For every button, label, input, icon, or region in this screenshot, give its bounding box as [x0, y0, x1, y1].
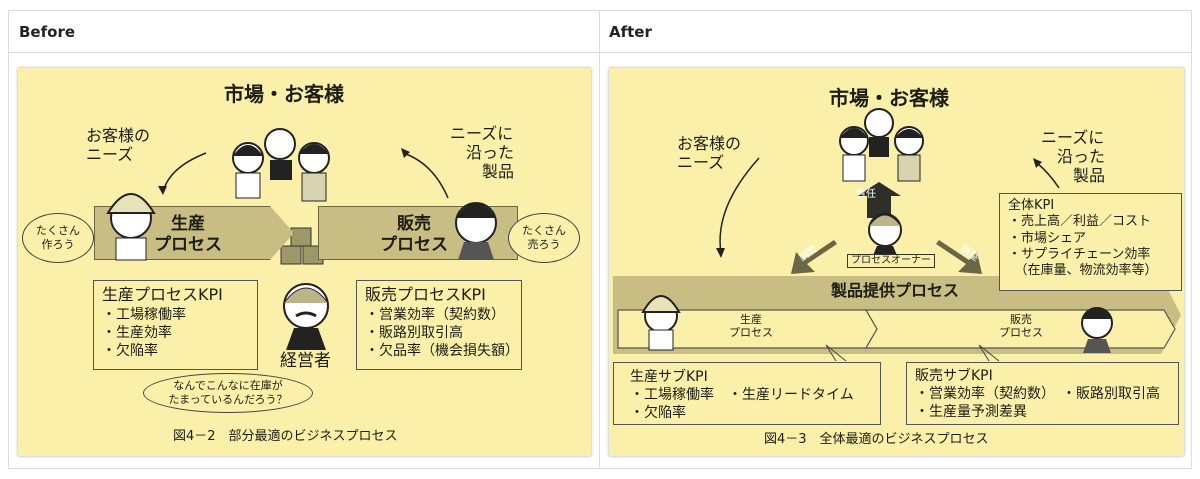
kpi-item: ・サプライチェーン効率	[1008, 246, 1151, 262]
workers	[106, 193, 497, 261]
production-process-label: 生産 プロセス	[729, 313, 773, 340]
production-kpi-box: 生産プロセスKPI ・工場稼働率・生産効率・欠陥率	[93, 280, 258, 370]
kpi-item: （在庫量、物流効率等）	[1008, 263, 1158, 278]
product-arrow	[402, 152, 449, 199]
product-label: ニーズに 沿った 製品	[450, 124, 515, 182]
kpi-title: 販売サブKPI	[915, 368, 993, 384]
needs-label: お客様の ニーズ	[86, 126, 151, 165]
figure-caption: 図4－3 全体最適のビジネスプロセス	[764, 432, 989, 447]
salesperson-icon	[1081, 307, 1113, 353]
column-divider	[599, 11, 600, 468]
main-process-label: 製品提供プロセス	[831, 281, 960, 300]
market-title: 市場・お客様	[224, 82, 344, 106]
kpi-title: 販売プロセスKPI	[365, 285, 486, 304]
manager-thought-cloud: なんでこんなに在庫が たまっているんだろう？	[143, 373, 313, 413]
factory-worker-icon	[106, 193, 156, 261]
production-sub-kpi-box: 生産サブKPI ・工場稼働率 ・生産リードタイム・欠陥率	[613, 362, 881, 425]
kpi-item: ・売上高／利益／コスト	[1008, 214, 1152, 230]
kpi-title: 生産プロセスKPI	[102, 285, 223, 304]
kpi-item: ・欠陥率	[630, 405, 686, 422]
kpi-item: ・欠品率（機会損失額）	[365, 343, 519, 360]
kpi-item: ・生産量予測差異	[915, 404, 1027, 421]
customers-icon	[839, 108, 924, 182]
product-arrow	[1036, 162, 1060, 189]
needs-label: お客様の ニーズ	[677, 134, 742, 173]
market-title: 市場・お客様	[829, 86, 949, 110]
cloud-sell-more: たくさん 売ろう	[508, 213, 580, 263]
kpi-item: ・欠陥率	[102, 343, 158, 360]
kpi-title: 全体KPI	[1008, 198, 1055, 213]
sales-sub-kpi-box: 販売サブKPI ・営業効率（契約数） ・販路別取引高・生産量予測差異	[906, 362, 1179, 425]
figure-caption: 図4－2 部分最適のビジネスプロセス	[173, 429, 398, 444]
customers-icon	[232, 128, 330, 202]
kpi-item: ・営業効率（契約数） ・販路別取引高	[915, 386, 1160, 403]
responsibility-label: 責任	[856, 189, 876, 200]
production-process-label: 生産 プロセス	[154, 214, 222, 256]
kpi-item: ・工場稼働率	[102, 306, 186, 323]
manager-label: 経営者	[280, 351, 331, 371]
kpi-item: ・市場シェア	[1008, 230, 1087, 246]
kpi-item: ・生産効率	[102, 324, 172, 341]
callout-pointer	[825, 344, 847, 362]
kpi-item: ・営業効率（契約数）	[365, 306, 505, 323]
overall-kpi-box: 全体KPI・売上高／利益／コスト・市場シェア・サプライチェーン効率 （在庫量、物…	[999, 193, 1182, 291]
factory-worker-icon	[641, 295, 681, 351]
product-label: ニーズに 沿った 製品	[1041, 128, 1106, 186]
process-owner-label: プロセスオーナー	[847, 254, 935, 268]
sales-process-label: 販売 プロセス	[999, 313, 1043, 340]
responsibility-arrow	[857, 182, 901, 218]
after-figure: 市場・お客様 お客様の ニーズ ニーズに 沿った 製品	[609, 68, 1184, 456]
adjust-arrow-left	[791, 240, 837, 274]
sales-kpi-box: 販売プロセスKPI ・営業効率（契約数）・販路別取引高・欠品率（機会損失額）	[356, 280, 522, 370]
kpi-item: ・販路別取引高	[365, 324, 463, 341]
needs-arrow	[719, 157, 760, 254]
manager-icon	[283, 283, 329, 350]
adjust-arrow-right	[936, 240, 982, 274]
kpi-item: ・工場稼働率 ・生産リードタイム	[630, 387, 854, 404]
cloud-make-more: たくさん 作ろう	[22, 213, 94, 263]
header-before: Before	[9, 11, 599, 53]
callout-pointer	[978, 344, 1000, 362]
salesperson-icon	[455, 202, 497, 260]
sales-process-label: 販売 プロセス	[380, 214, 448, 256]
header-after: After	[599, 11, 1191, 53]
kpi-title: 生産サブKPI	[630, 369, 708, 385]
before-figure: 市場・お客様 お客様の ニーズ ニーズに 沿った 製品	[18, 68, 591, 456]
comparison-table: Before After 市場・お客様 お客様の ニーズ ニーズに 沿った 製品	[8, 10, 1192, 469]
diagram-graphics	[613, 108, 1181, 362]
